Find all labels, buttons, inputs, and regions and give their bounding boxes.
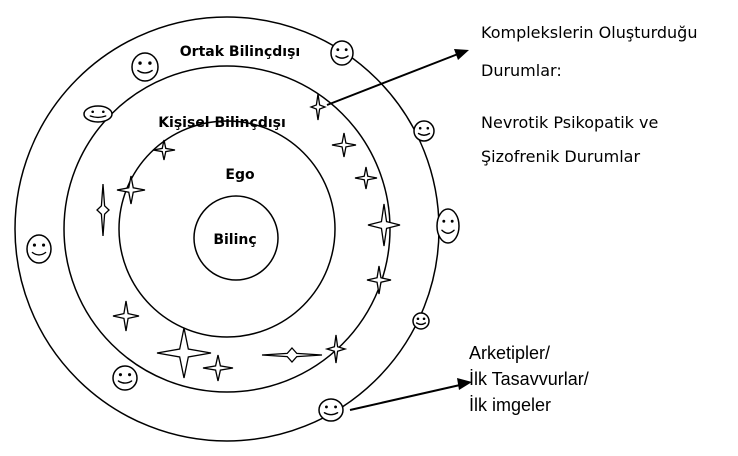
archetypes-arrow-head: [457, 378, 472, 390]
archetypes-arrow-line: [349, 384, 461, 411]
smiley-face-icon: [83, 105, 113, 123]
four-point-star-icon: [261, 347, 323, 363]
smiley-face-icon: [112, 365, 138, 391]
smiley-face-icon: [131, 52, 159, 82]
smiley-face-icon: [412, 312, 430, 330]
four-point-star-icon: [116, 175, 146, 205]
consciousness-circle: [193, 195, 279, 281]
complexes-arrow-head: [454, 49, 469, 60]
four-point-star-icon: [309, 93, 327, 121]
complexes-annotation-line2: Durumlar:: [481, 61, 562, 80]
four-point-star-icon: [354, 166, 378, 190]
personal-unconscious-label: Kişisel Bilinçdışı: [158, 115, 286, 131]
complex-symbols: [96, 93, 401, 382]
four-point-star-icon: [112, 300, 140, 332]
archetype-symbols: [26, 40, 460, 422]
collective-unconscious-label: Ortak Bilinçdışı: [180, 44, 300, 60]
archetypes-annotation-line2: İlk Tasavvurlar/: [469, 369, 589, 389]
complexes-annotation-line1: Komplekslerin Oluşturduğu: [481, 23, 697, 42]
four-point-star-icon: [331, 132, 357, 158]
consciousness-label: Bilinç: [213, 232, 256, 248]
four-point-star-icon: [96, 183, 110, 237]
archetypes-annotation-line3: İlk imgeler: [469, 395, 551, 415]
complexes-annotation-line4: Şizofrenik Durumlar: [481, 147, 640, 166]
complexes-arrow-line: [326, 53, 459, 106]
four-point-star-icon: [324, 334, 348, 364]
smiley-face-icon: [330, 40, 354, 66]
smiley-face-icon: [436, 208, 460, 244]
four-point-star-icon: [156, 327, 212, 379]
archetypes-annotation-line1: Arketipler/: [469, 343, 550, 363]
four-point-star-icon: [152, 139, 176, 161]
four-point-star-icon: [366, 265, 392, 295]
personal-unconscious-circle: [63, 65, 391, 393]
ego-circle: [118, 120, 336, 338]
collective-unconscious-circle: [14, 16, 440, 442]
smiley-face-icon: [318, 398, 344, 422]
four-point-star-icon: [202, 354, 234, 382]
smiley-face-icon: [26, 234, 52, 264]
smiley-face-icon: [413, 120, 435, 142]
ego-label: Ego: [225, 167, 255, 183]
four-point-star-icon: [367, 203, 401, 247]
complexes-annotation-line3: Nevrotik Psikopatik ve: [481, 113, 658, 132]
